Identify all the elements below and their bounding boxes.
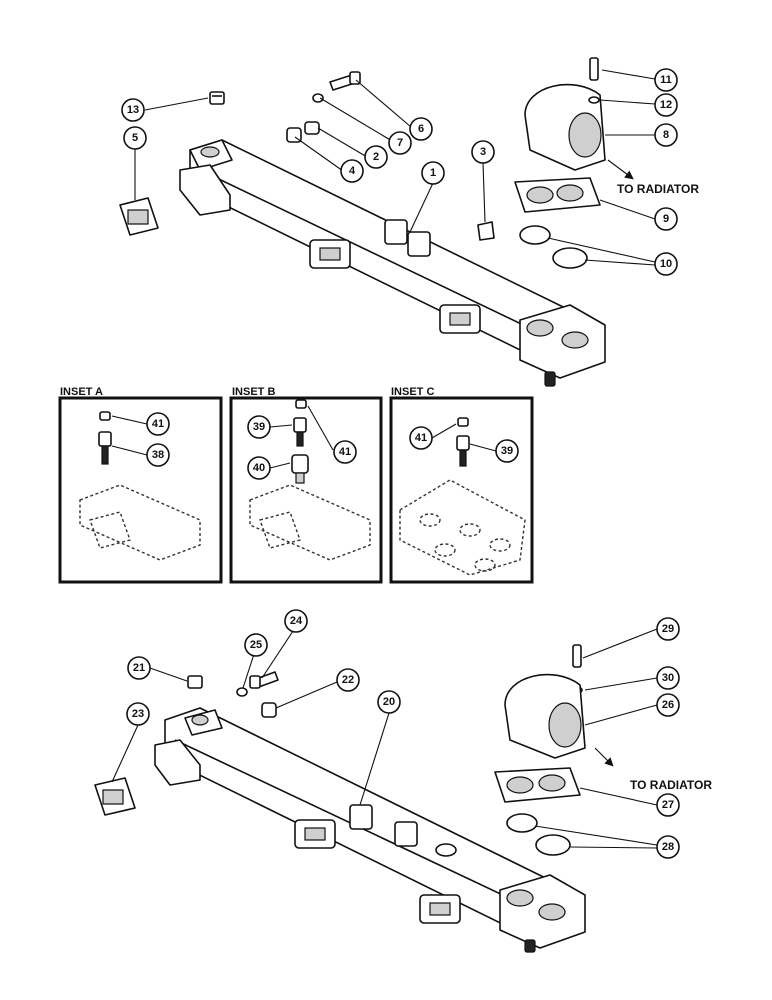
lower-gasket-27 [494,767,581,803]
svg-text:20: 20 [383,696,395,708]
svg-text:38: 38 [152,449,164,461]
lower-manifold-body [154,707,586,953]
svg-text:5: 5 [132,132,138,144]
svg-text:6: 6 [418,123,424,135]
svg-text:41: 41 [152,418,164,430]
svg-text:23: 23 [132,708,144,720]
callout-3: 3 [471,140,495,164]
upper-washer-7 [312,93,324,103]
leaders-lower [111,627,658,849]
lower-washer-25 [236,687,248,697]
inset-b-callout-40: 40 [247,456,271,480]
callout-24: 24 [284,609,308,633]
upper-plug-3 [477,221,495,241]
callout-1: 1 [421,161,445,185]
svg-text:26: 26 [662,699,674,711]
callout-4: 4 [340,159,364,183]
upper-manifold-assembly: TO RADIATOR 13 5 6 7 2 4 3 1 11 12 8 9 [119,57,699,387]
callout-10: 10 [654,252,678,276]
lower-bolt-24 [249,671,279,689]
callout-8: 8 [654,123,678,147]
callout-11: 11 [654,68,678,92]
callout-2: 2 [364,145,388,169]
callout-29: 29 [656,617,680,641]
callout-6: 6 [409,117,433,141]
to-radiator-label-lower: TO RADIATOR [630,778,712,792]
radiator-arrow-upper [607,159,634,180]
upper-fitting-2 [304,121,320,135]
callout-25: 25 [244,633,268,657]
upper-bolt-6 [329,71,361,91]
svg-text:25: 25 [250,639,262,651]
inset-a-callout-41: 41 [146,412,170,436]
svg-text:41: 41 [415,432,427,444]
lower-bolt-29 [572,644,582,668]
callout-7: 7 [388,131,412,155]
svg-text:28: 28 [662,841,674,853]
callout-21: 21 [127,656,151,680]
lower-fitting-22 [261,702,277,718]
svg-text:30: 30 [662,672,674,684]
svg-text:41: 41 [339,446,351,458]
svg-text:9: 9 [663,213,669,225]
upper-manifold-body [179,139,606,387]
svg-text:27: 27 [662,799,674,811]
svg-text:7: 7 [397,137,403,149]
lower-gasket-23 [94,777,136,816]
upper-thermostat-10 [519,225,588,269]
svg-text:21: 21 [133,662,145,674]
svg-text:39: 39 [501,445,513,457]
to-radiator-label-upper: TO RADIATOR [617,182,699,196]
inset-a: INSET A 41 38 [58,386,223,584]
callout-28: 28 [656,835,680,859]
callout-5: 5 [123,126,147,150]
svg-text:10: 10 [660,258,672,270]
svg-text:4: 4 [349,165,356,177]
inset-b-title: INSET B [232,386,275,398]
upper-gasket-5 [119,197,159,236]
lower-thermostat-housing-26 [504,673,586,759]
callout-22: 22 [336,668,360,692]
inset-a-callout-38: 38 [146,443,170,467]
svg-text:2: 2 [373,151,379,163]
callout-13: 13 [121,98,145,122]
callout-26: 26 [656,693,680,717]
upper-washer-12 [588,96,600,104]
svg-text:39: 39 [253,421,265,433]
inset-a-title: INSET A [60,386,103,398]
svg-text:40: 40 [253,462,265,474]
callout-12: 12 [654,93,678,117]
upper-gasket-9 [514,177,601,213]
svg-text:3: 3 [480,146,486,158]
upper-bolt-11 [589,57,599,81]
svg-text:24: 24 [290,615,303,627]
svg-text:13: 13 [127,104,139,116]
radiator-arrow-lower [594,747,614,767]
inset-c-callout-41: 41 [409,426,433,450]
callout-9: 9 [654,207,678,231]
lower-thermostat-28 [506,813,571,856]
inset-b-callout-41: 41 [333,440,357,464]
upper-plug-13 [209,91,225,105]
inset-c-title: INSET C [391,386,434,398]
inset-b: INSET B 39 41 40 [229,386,383,584]
callout-23: 23 [126,702,150,726]
svg-text:8: 8 [663,129,669,141]
svg-text:29: 29 [662,623,674,635]
callout-30: 30 [656,666,680,690]
leaders-upper [134,69,656,266]
inset-c-callout-39: 39 [495,439,519,463]
svg-text:1: 1 [430,167,436,179]
callout-20: 20 [377,690,401,714]
lower-manifold-assembly: TO RADIATOR 21 23 25 24 22 20 29 30 26 2… [94,609,712,953]
inset-b-callout-39: 39 [247,415,271,439]
svg-text:11: 11 [660,74,672,86]
inset-c: INSET C 41 39 [389,386,534,584]
callout-27: 27 [656,793,680,817]
svg-text:22: 22 [342,674,354,686]
svg-text:12: 12 [660,99,672,111]
upper-thermostat-housing-8 [524,83,606,171]
lower-plug-21 [187,675,203,689]
